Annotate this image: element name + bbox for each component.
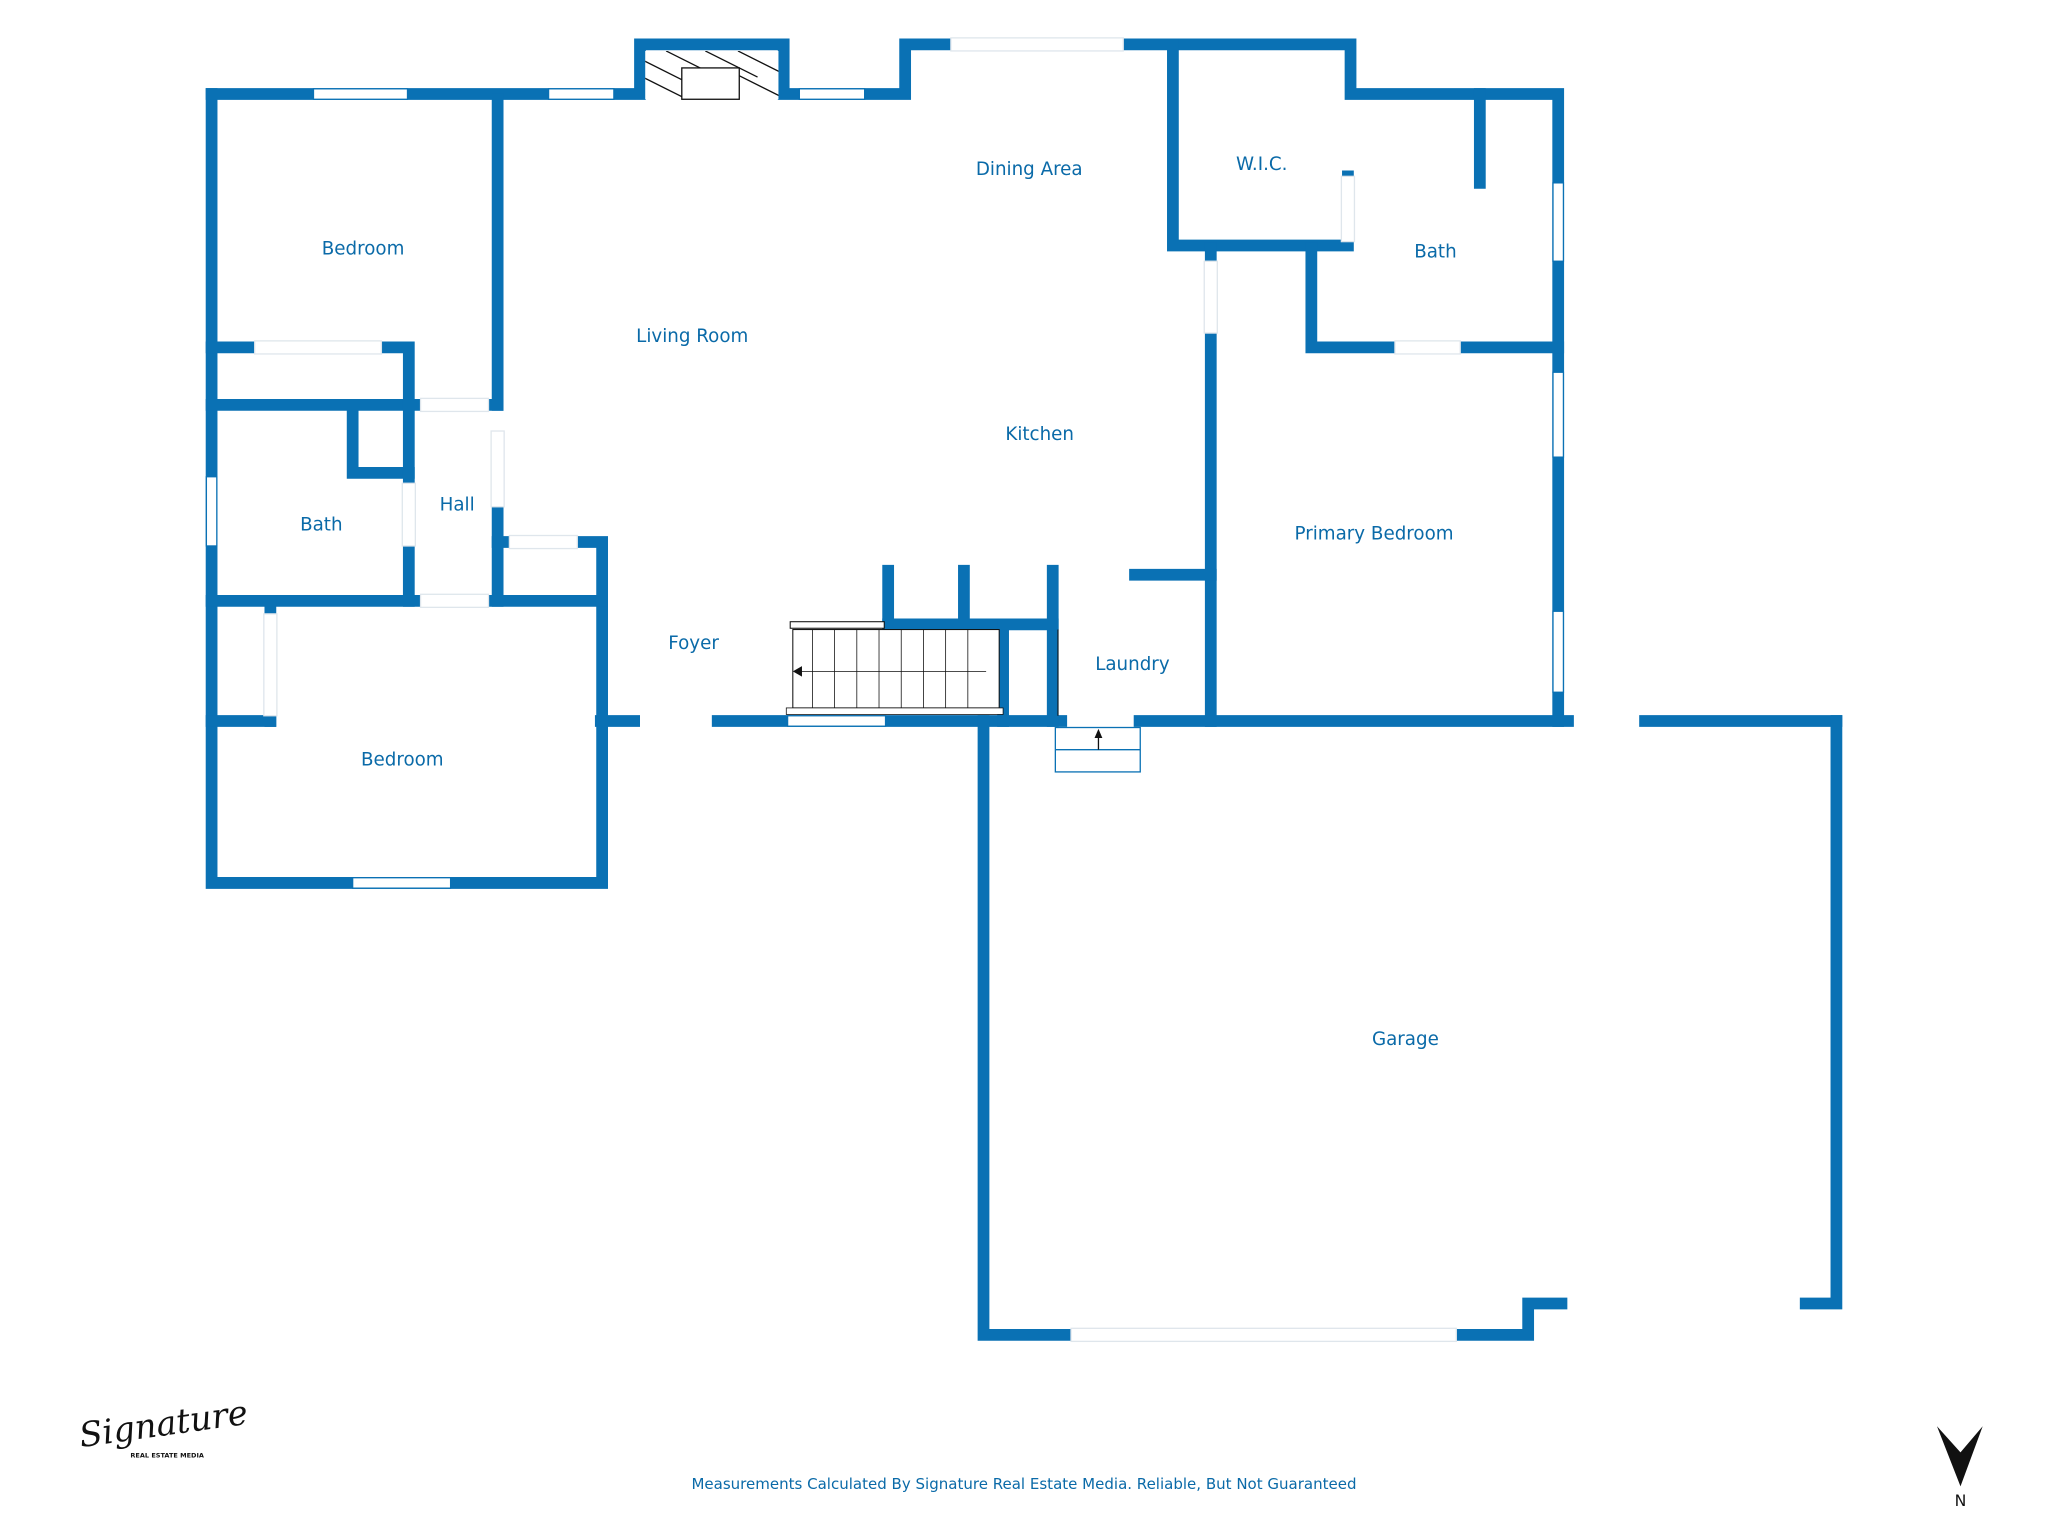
room-label-kitchen: Kitchen xyxy=(1005,424,1074,445)
window xyxy=(1552,610,1565,693)
door-opening xyxy=(419,397,490,413)
room-labels: Bedroom Living Room Dining Area W.I.C. B… xyxy=(300,154,1457,1050)
window xyxy=(1552,371,1565,458)
door-opening xyxy=(263,613,278,717)
door-opening xyxy=(401,482,416,547)
window xyxy=(786,715,887,727)
garage-door xyxy=(1070,1327,1457,1343)
window xyxy=(547,88,615,100)
door-opening xyxy=(254,340,383,355)
signature-logo: Signature REAL ESTATE MEDIA xyxy=(77,1393,251,1460)
north-arrow-icon xyxy=(1936,1426,1983,1487)
room-label-bath: Bath xyxy=(300,514,342,535)
window xyxy=(798,88,866,100)
door-opening xyxy=(490,430,505,508)
room-label-garage: Garage xyxy=(1372,1029,1439,1050)
disclaimer: Measurements Calculated By Signature Rea… xyxy=(691,1475,1356,1493)
step-arrow-icon xyxy=(1094,728,1103,738)
room-label-bath: Bath xyxy=(1414,241,1456,262)
garage-steps xyxy=(1054,726,1141,773)
window xyxy=(312,88,409,100)
room-label-foyer: Foyer xyxy=(668,633,719,654)
door-opening xyxy=(1203,260,1218,334)
room-label-wic: W.I.C. xyxy=(1236,154,1288,175)
door-opening xyxy=(1573,714,1640,728)
fireplace xyxy=(645,50,779,100)
staircase xyxy=(785,621,1059,716)
garage-door xyxy=(1567,1296,1800,1311)
room-label-bedroom: Bedroom xyxy=(361,749,444,770)
room-label-primary-bedroom: Primary Bedroom xyxy=(1295,523,1454,544)
door-opening xyxy=(1340,175,1356,243)
logo-subtext: REAL ESTATE MEDIA xyxy=(130,1452,204,1460)
stair-arrow-icon xyxy=(792,666,802,677)
door-opening xyxy=(1067,714,1134,728)
compass: N xyxy=(1936,1426,1983,1510)
openings xyxy=(205,37,1800,1343)
walls xyxy=(205,38,1843,1341)
window xyxy=(205,476,218,547)
window xyxy=(352,877,452,889)
door-opening xyxy=(508,534,578,550)
logo-text: Signature xyxy=(77,1393,251,1456)
room-label-laundry: Laundry xyxy=(1095,654,1170,675)
door-opening xyxy=(640,714,712,728)
room-label-hall: Hall xyxy=(440,495,475,516)
room-label-bedroom: Bedroom xyxy=(322,239,405,260)
room-label-dining-area: Dining Area xyxy=(976,159,1083,180)
door-opening xyxy=(1394,340,1461,355)
window xyxy=(950,37,1124,52)
window xyxy=(1552,182,1565,262)
compass-label: N xyxy=(1955,1491,1967,1510)
door-opening xyxy=(419,593,490,608)
room-label-living-room: Living Room xyxy=(636,326,748,347)
